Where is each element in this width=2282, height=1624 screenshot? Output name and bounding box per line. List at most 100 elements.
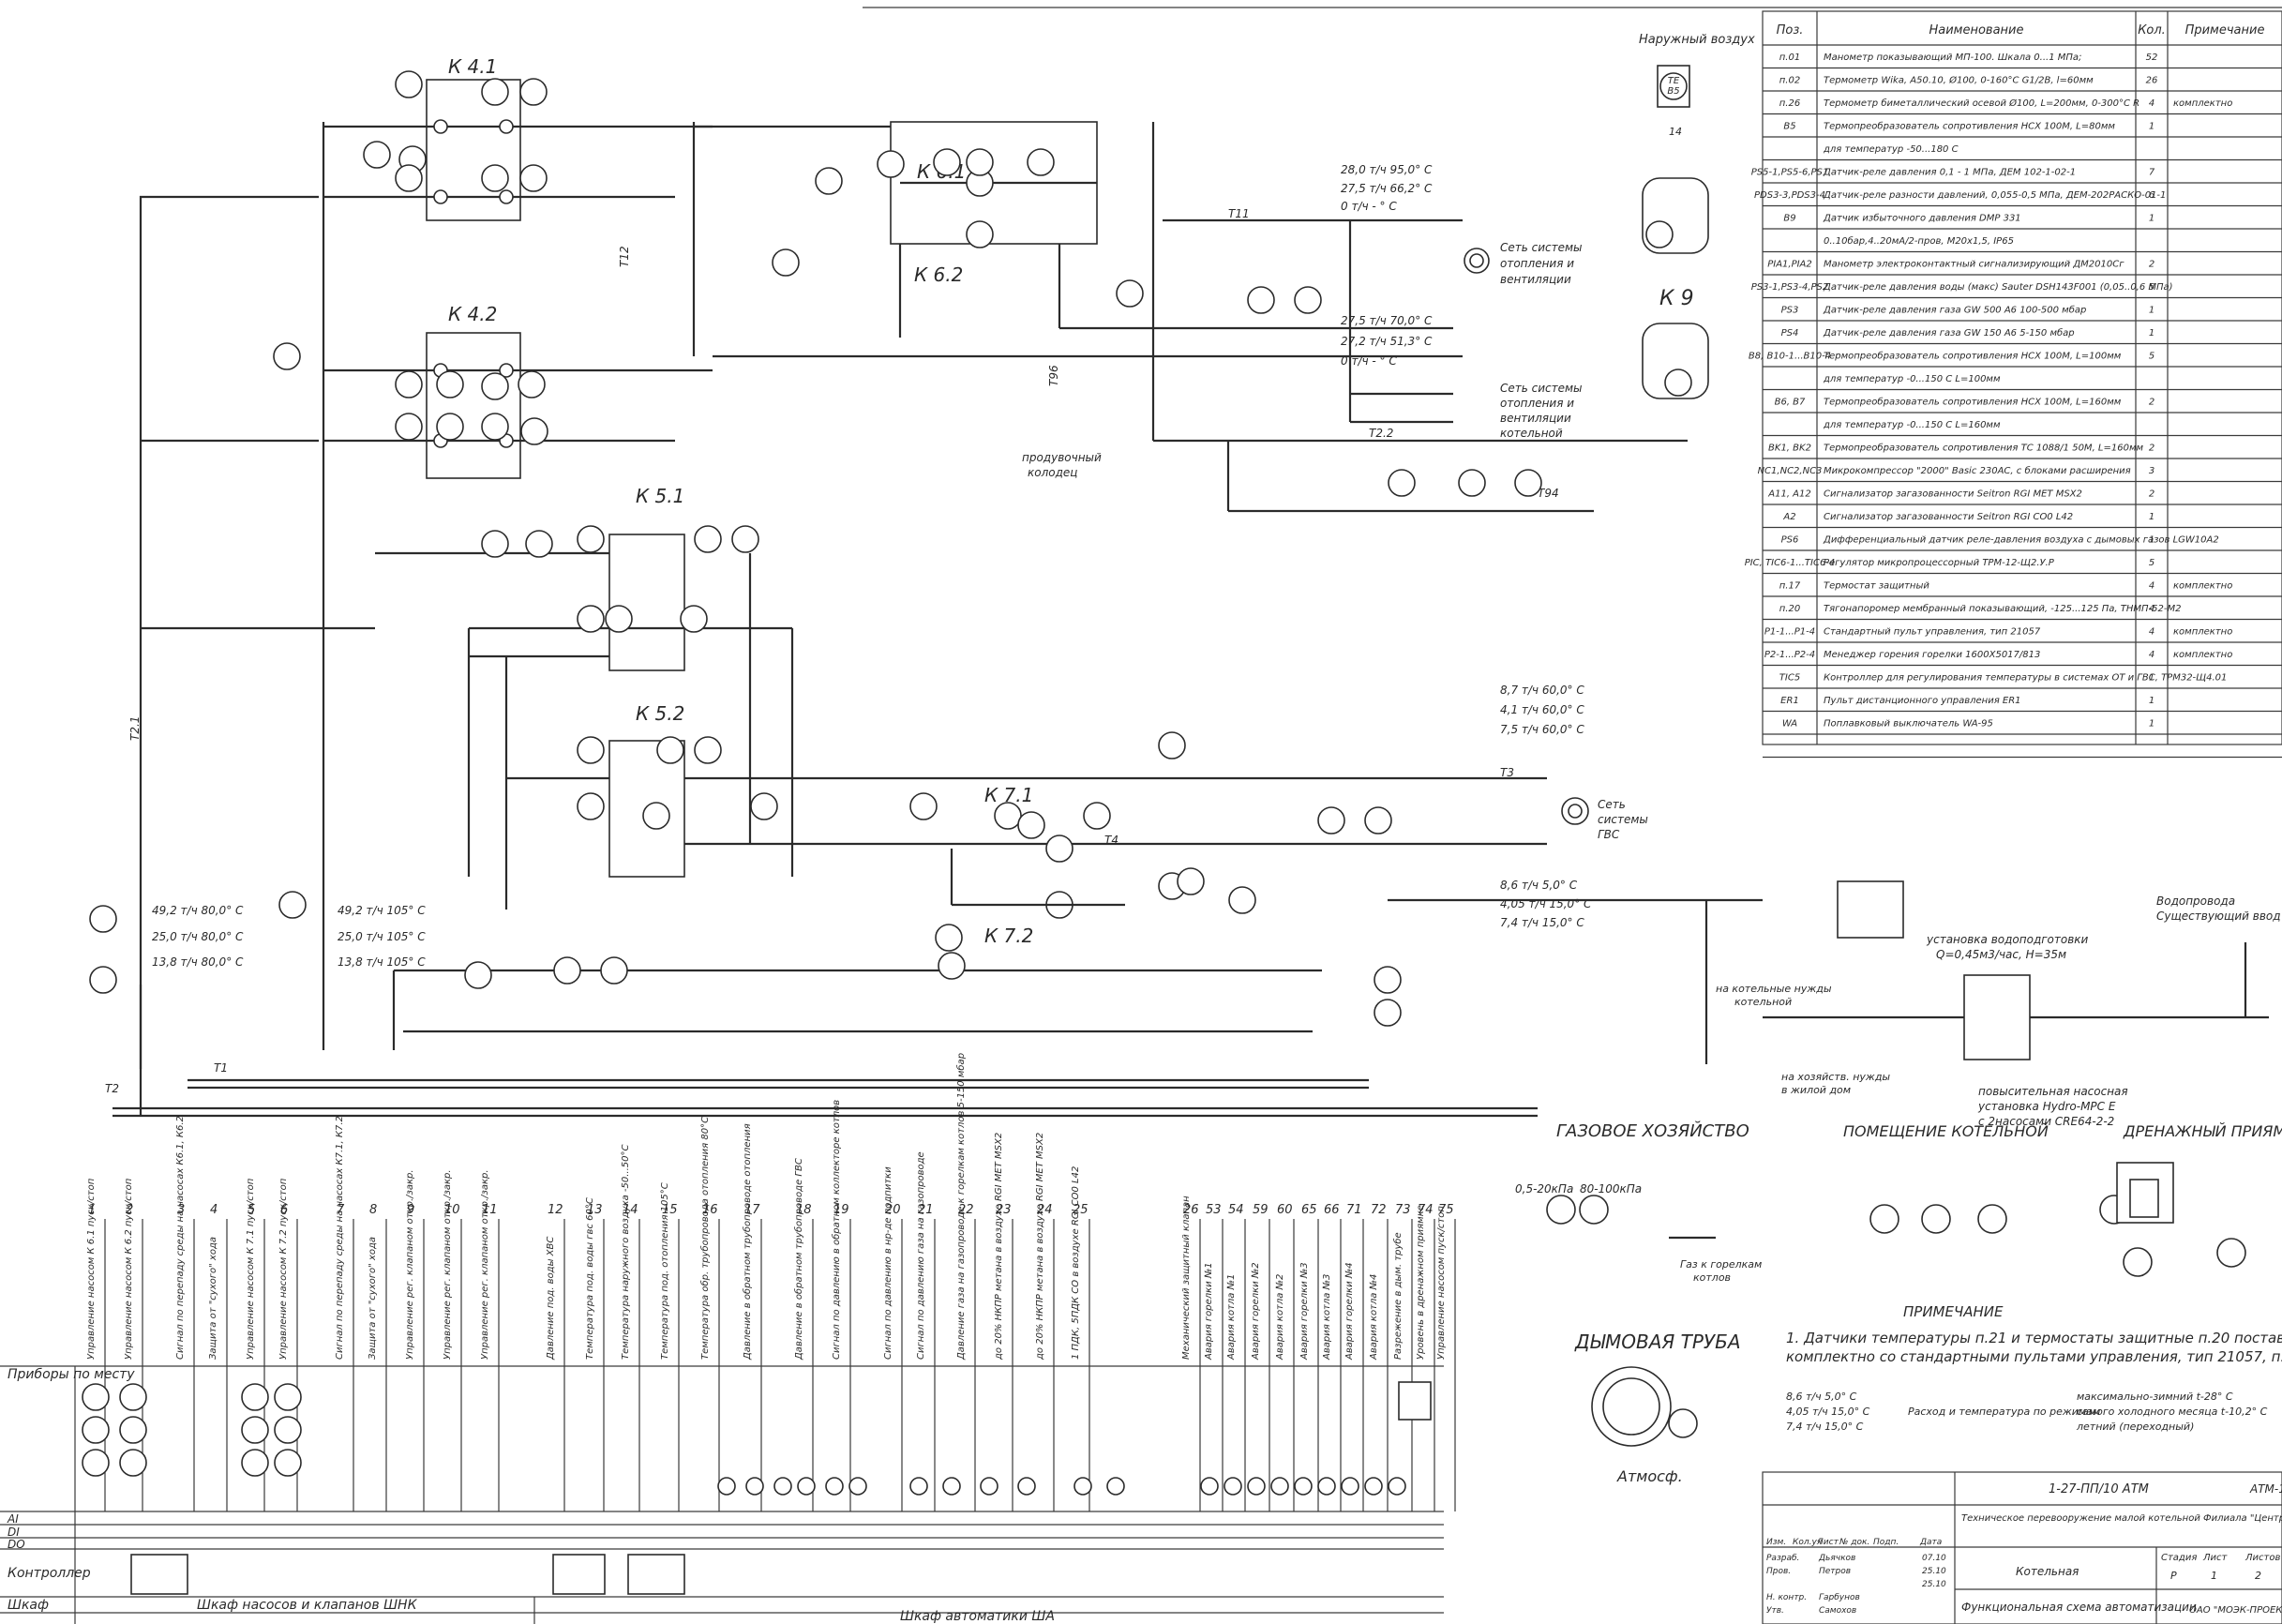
- spec-cell: PIC, TIC6-1...TIC6-4: [1745, 558, 1836, 568]
- spec-cell: TIC5: [1779, 673, 1800, 684]
- spec-cell: Тягонапоромер мембранный показывающий, -…: [1824, 603, 2182, 614]
- instrument-bubble: [1228, 886, 1256, 914]
- svg-text:25,0 т/ч 105° С: 25,0 т/ч 105° С: [338, 930, 426, 943]
- row-label-controller: Контроллер: [8, 1566, 91, 1581]
- signal-number: 18: [796, 1203, 812, 1217]
- hand-switch-bubble: [82, 1449, 110, 1477]
- hand-switch-bubble: [82, 1383, 110, 1411]
- indicator-lamp: [1317, 1477, 1336, 1496]
- spec-cell: Контроллер для регулирования температуры…: [1824, 673, 2227, 684]
- instrument-bubble: [89, 966, 117, 994]
- controller-box: [552, 1554, 606, 1595]
- svg-text:4,1 т/ч 60,0° С: 4,1 т/ч 60,0° С: [1500, 703, 1584, 716]
- svg-text:повысительная насосная: повысительная насосная: [1978, 1085, 2128, 1098]
- row-label-di: DI: [8, 1526, 20, 1539]
- signal-number: 74: [1418, 1203, 1434, 1217]
- svg-text:8,6 т/ч 5,0° С: 8,6 т/ч 5,0° С: [1786, 1391, 1857, 1403]
- spec-cell: 4: [2149, 581, 2154, 592]
- instrument-bubble: [89, 905, 117, 933]
- instrument-bubble: [1374, 999, 1402, 1027]
- indicator-lamp: [1388, 1477, 1406, 1496]
- spec-cell: 4: [2149, 650, 2154, 660]
- instrument-bubble: [600, 956, 628, 985]
- signal-description: Управление рег. клапаном откр./закр.: [480, 1169, 490, 1360]
- stage-header: Стадия: [2161, 1553, 2197, 1563]
- svg-text:в жилой дом: в жилой дом: [1781, 1084, 1851, 1096]
- svg-text:с 2насосами CRE64-2-2: с 2насосами CRE64-2-2: [1978, 1115, 2114, 1128]
- spec-cell: п.20: [1779, 604, 1800, 614]
- sensor-bubble: [2216, 1238, 2246, 1268]
- spec-cell: 1: [2149, 214, 2154, 224]
- signal-description: Управление насосом К 7.1 пуск/стоп: [246, 1178, 256, 1360]
- spec-cell: A2: [1782, 512, 1795, 522]
- spec-cell: B8, B10-1...B10-4: [1749, 352, 1831, 362]
- svg-text:Q=0,45м3/час, H=35м: Q=0,45м3/час, H=35м: [1936, 948, 2066, 961]
- svg-text:Сеть системы: Сеть системы: [1500, 241, 1583, 254]
- spec-header-note: Примечание: [2185, 23, 2265, 38]
- gas-range-1: 0,5-20кПа: [1515, 1182, 1573, 1195]
- signal-description: до 20% НКПР метана в воздухе RGI MET MSX…: [1035, 1133, 1045, 1361]
- instrument-bubble: [519, 78, 548, 106]
- spec-cell: 26: [2146, 76, 2158, 86]
- spec-cell: B9: [1783, 214, 1795, 224]
- dhw-network-label: Сеть системы ГВС: [1598, 798, 1648, 841]
- signal-number: 11: [482, 1203, 498, 1217]
- row-label-field-devices: Приборы по месту: [8, 1367, 135, 1382]
- spec-cell: PS3: [1781, 306, 1799, 316]
- water-supply-label: Водопровода Существующий ввод: [2156, 895, 2281, 923]
- cabinet-sha-label: Шкаф автоматики ША: [900, 1609, 1055, 1624]
- instrument-bubble: [481, 413, 509, 441]
- sensor-bubble: [1921, 1204, 1951, 1234]
- spec-cell: 5: [2149, 558, 2154, 568]
- spec-cell: 1: [2149, 122, 2154, 132]
- tank-k9-label: К 9: [1659, 287, 1694, 310]
- signal-description: Управление насосом пуск/стоп: [1436, 1206, 1447, 1360]
- spec-cell: Стандартный пульт управления, тип 21057: [1824, 627, 2041, 638]
- signature-date: 07.10: [1922, 1554, 1946, 1563]
- indicator-lamp: [1017, 1477, 1036, 1496]
- piping-network: К 4.1 К 4.2 К 6.1 К 6.2: [113, 55, 2269, 1118]
- signal-description: Температура под. отопления 105°С: [660, 1182, 670, 1360]
- svg-text:0 т/ч - ° С: 0 т/ч - ° С: [1341, 200, 1397, 213]
- controller-box: [1398, 1381, 1432, 1421]
- signal-description: Давление в обратном трубопроводе отоплен…: [742, 1123, 753, 1361]
- spec-cell: Пульт дистанционного управления ER1: [1824, 696, 2021, 706]
- signal-description: Сигнал по давлению газа на газопроводе: [916, 1151, 926, 1360]
- drain-pump: [2129, 1179, 2159, 1218]
- instrument-bubble: [642, 802, 670, 830]
- instrument-bubble: [436, 413, 464, 441]
- spec-cell: Манометр электроконтактный сигнализирующ…: [1824, 260, 2124, 270]
- boiler-needs-label: на котельные нужды котельной: [1716, 983, 1832, 1008]
- spec-cell: P1-1...P1-4: [1764, 627, 1815, 638]
- instrument-bubble: [994, 802, 1022, 830]
- spec-cell: Датчик-реле давления газа GW 150 A6 5-15…: [1823, 327, 2075, 338]
- signal-number: 23: [996, 1203, 1012, 1217]
- boiler-room-heating-network-label: Сеть системы отопления и вентиляции коте…: [1500, 382, 1583, 440]
- pump-k6-2-label: К 6.2: [914, 263, 963, 286]
- outdoor-temperature-sensor-te-b5: [1659, 72, 1688, 100]
- spec-cell: Датчик-реле давления воды (макс) Sauter …: [1823, 282, 2173, 293]
- indicator-lamp: [980, 1477, 998, 1496]
- svg-text:13,8 т/ч 105° С: 13,8 т/ч 105° С: [338, 955, 426, 969]
- role: Утв.: [1766, 1606, 1784, 1616]
- svg-text:на котельные нужды: на котельные нужды: [1716, 983, 1832, 995]
- spec-cell: 5: [2149, 352, 2154, 362]
- spec-cell: Датчик-реле давления газа GW 500 A6 100-…: [1823, 305, 2086, 316]
- atmosphere-label: Атмосф.: [1616, 1467, 1683, 1485]
- pipe-label-t12: Т12: [618, 246, 631, 267]
- svg-text:установка Hydro-MPC E: установка Hydro-MPC E: [1977, 1100, 2116, 1113]
- instrument-bubble: [656, 736, 684, 764]
- signal-description: Защита от "сухого" хода: [208, 1237, 218, 1360]
- hand-switch-bubble: [241, 1449, 269, 1477]
- spec-cell: 7: [2149, 168, 2155, 178]
- stage-value: Р: [2170, 1570, 2177, 1582]
- signal-number: 5: [248, 1203, 255, 1217]
- spec-cell: PIA1,PIA2: [1767, 260, 1812, 270]
- pump-k7-1: [1045, 835, 1073, 863]
- spec-cell: Микрокомпрессор "2000" Basic 230AC, с бл…: [1824, 465, 2131, 476]
- svg-text:7,4 т/ч 15,0° С: 7,4 т/ч 15,0° С: [1786, 1421, 1864, 1433]
- signal-description: Температура наружного воздуха -50...50°С: [621, 1145, 631, 1360]
- signal-number: 1: [88, 1203, 96, 1217]
- signal-number: 8: [369, 1203, 377, 1217]
